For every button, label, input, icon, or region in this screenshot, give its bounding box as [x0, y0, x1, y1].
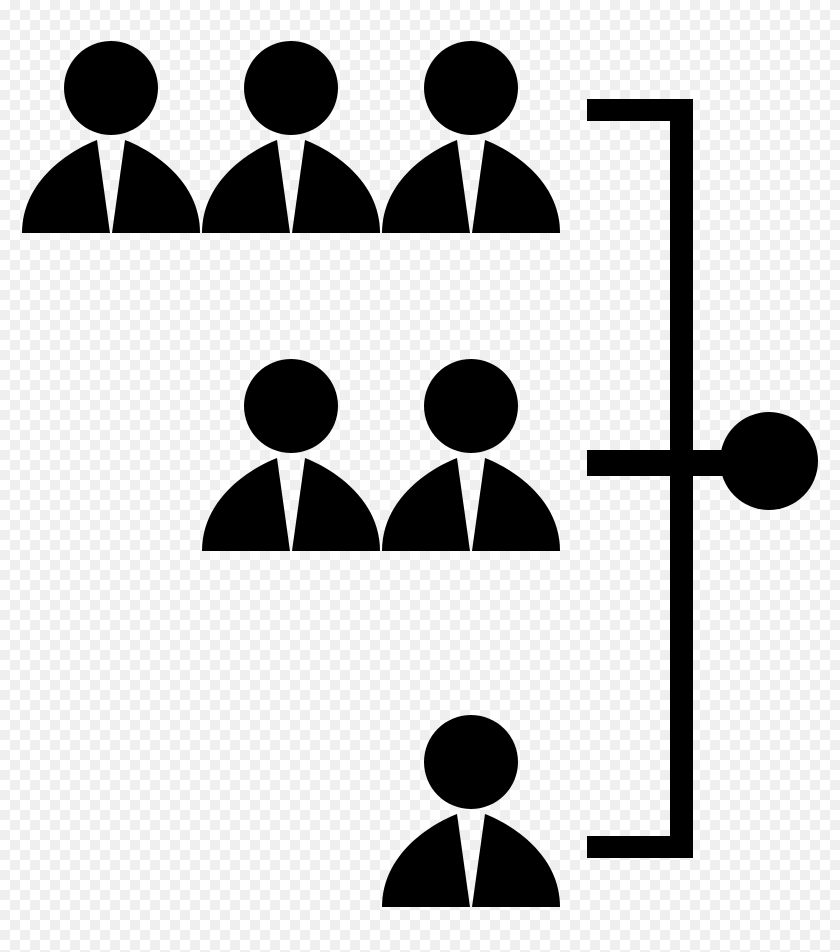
person-icon	[382, 359, 560, 551]
bracket-bottom-arm	[587, 836, 693, 858]
person-icon	[382, 41, 560, 233]
person-icon	[202, 41, 380, 233]
person-icon	[22, 41, 200, 233]
hierarchy-bracket	[587, 99, 818, 858]
person-icon	[202, 359, 380, 551]
bracket-middle-arm	[587, 450, 737, 476]
bracket-top-arm	[587, 99, 693, 121]
root-node-circle	[720, 412, 818, 510]
bracket-vertical-bar	[670, 99, 693, 858]
person-icon	[382, 715, 560, 907]
